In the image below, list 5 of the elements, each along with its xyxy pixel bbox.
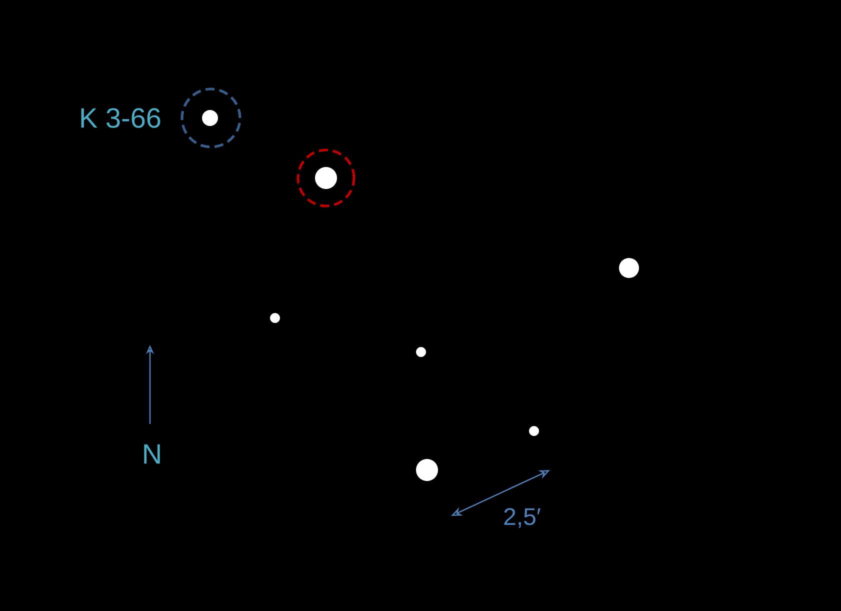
- dashed-circle: [180, 88, 242, 148]
- direction-label: N: [144, 444, 160, 464]
- star-label: K 3-66: [81, 108, 160, 128]
- dashed-circle: [296, 148, 356, 208]
- dimension-label: 2,5′: [504, 508, 540, 528]
